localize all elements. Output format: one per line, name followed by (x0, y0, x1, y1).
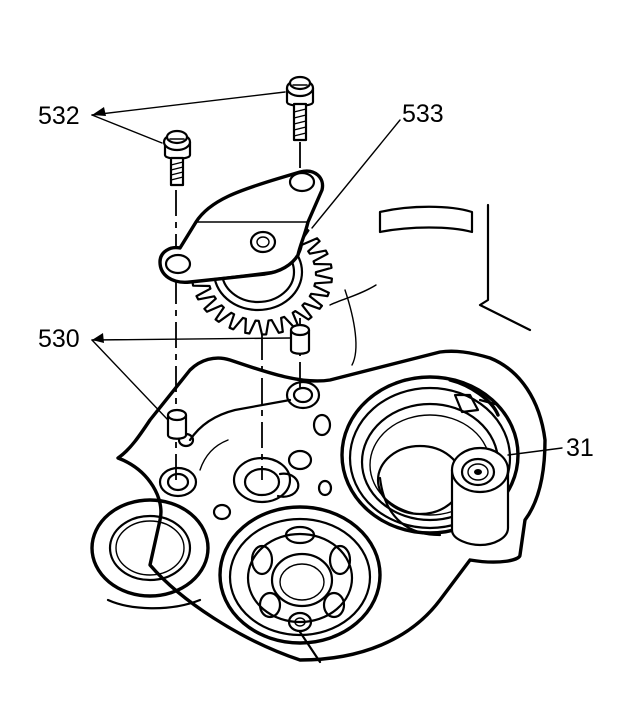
gear-plate (158, 169, 325, 284)
callout-530: 530 (38, 325, 80, 353)
bolt-right (285, 75, 315, 142)
roller-bearing (218, 505, 382, 664)
bearing-cup (340, 375, 520, 537)
callout-31: 31 (566, 434, 594, 462)
bolt-left (162, 129, 192, 187)
callout-533: 533 (402, 100, 444, 128)
case-bosses (158, 380, 333, 521)
housing-case (90, 203, 547, 662)
dowel-right (289, 323, 311, 355)
leader-arrowheads (92, 107, 106, 343)
dowel-left (166, 408, 188, 440)
bushing-31 (450, 446, 510, 547)
callout-532: 532 (38, 102, 80, 130)
leader-lines (91, 91, 563, 456)
